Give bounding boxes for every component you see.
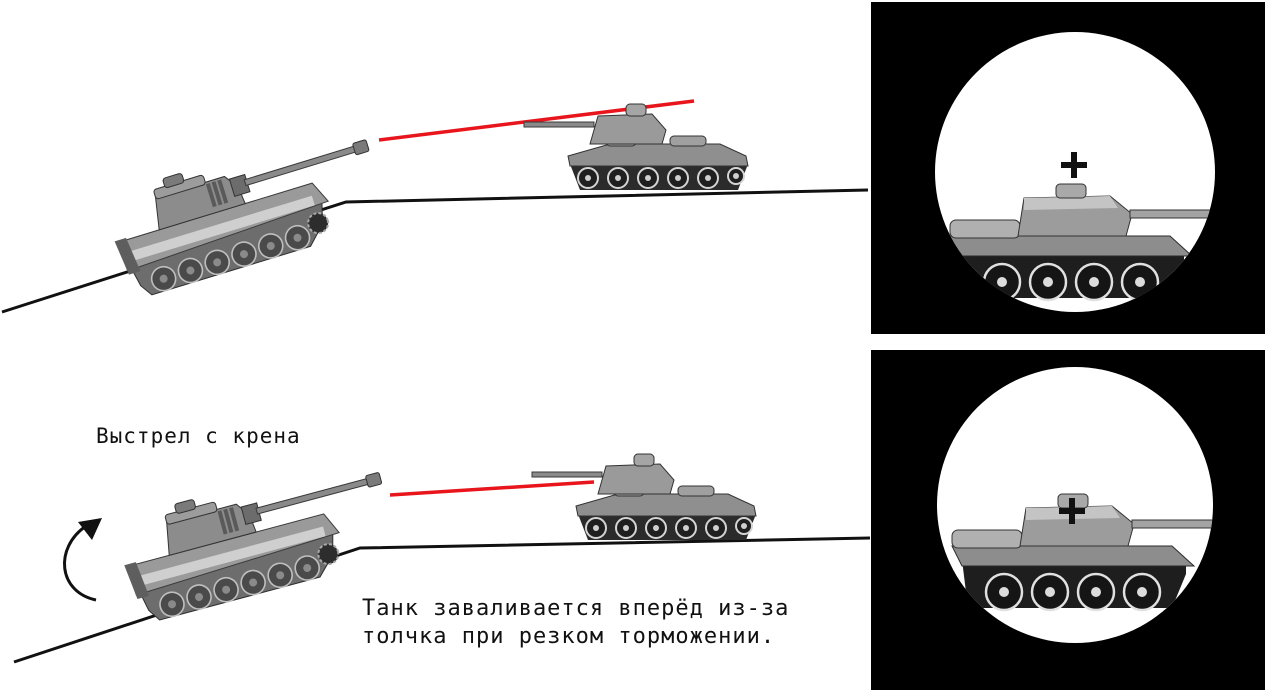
plus-crosshair-icon — [1059, 498, 1085, 524]
bottom-scene — [13, 449, 871, 664]
plus-crosshair-icon — [1061, 152, 1087, 178]
scope-view-bottom — [871, 350, 1265, 690]
aim-line-bottom — [389, 480, 595, 497]
scope-view-top — [871, 2, 1265, 334]
tiger-tank-bottom — [111, 449, 403, 627]
ground-line-bottom — [13, 536, 871, 664]
t34-tank-bottom — [531, 453, 757, 541]
explanation-caption-line1: Танк заваливается вперёд из-за — [362, 596, 790, 621]
explanation-caption-line2: толчка при резком торможении. — [362, 624, 776, 649]
top-scene — [1, 99, 869, 314]
tiger-tank-top — [100, 117, 392, 302]
roll-shot-caption: Выстрел с крена — [96, 424, 301, 448]
ground-line-top — [1, 188, 869, 314]
rotate-clockwise-arrow-icon — [63, 518, 102, 602]
